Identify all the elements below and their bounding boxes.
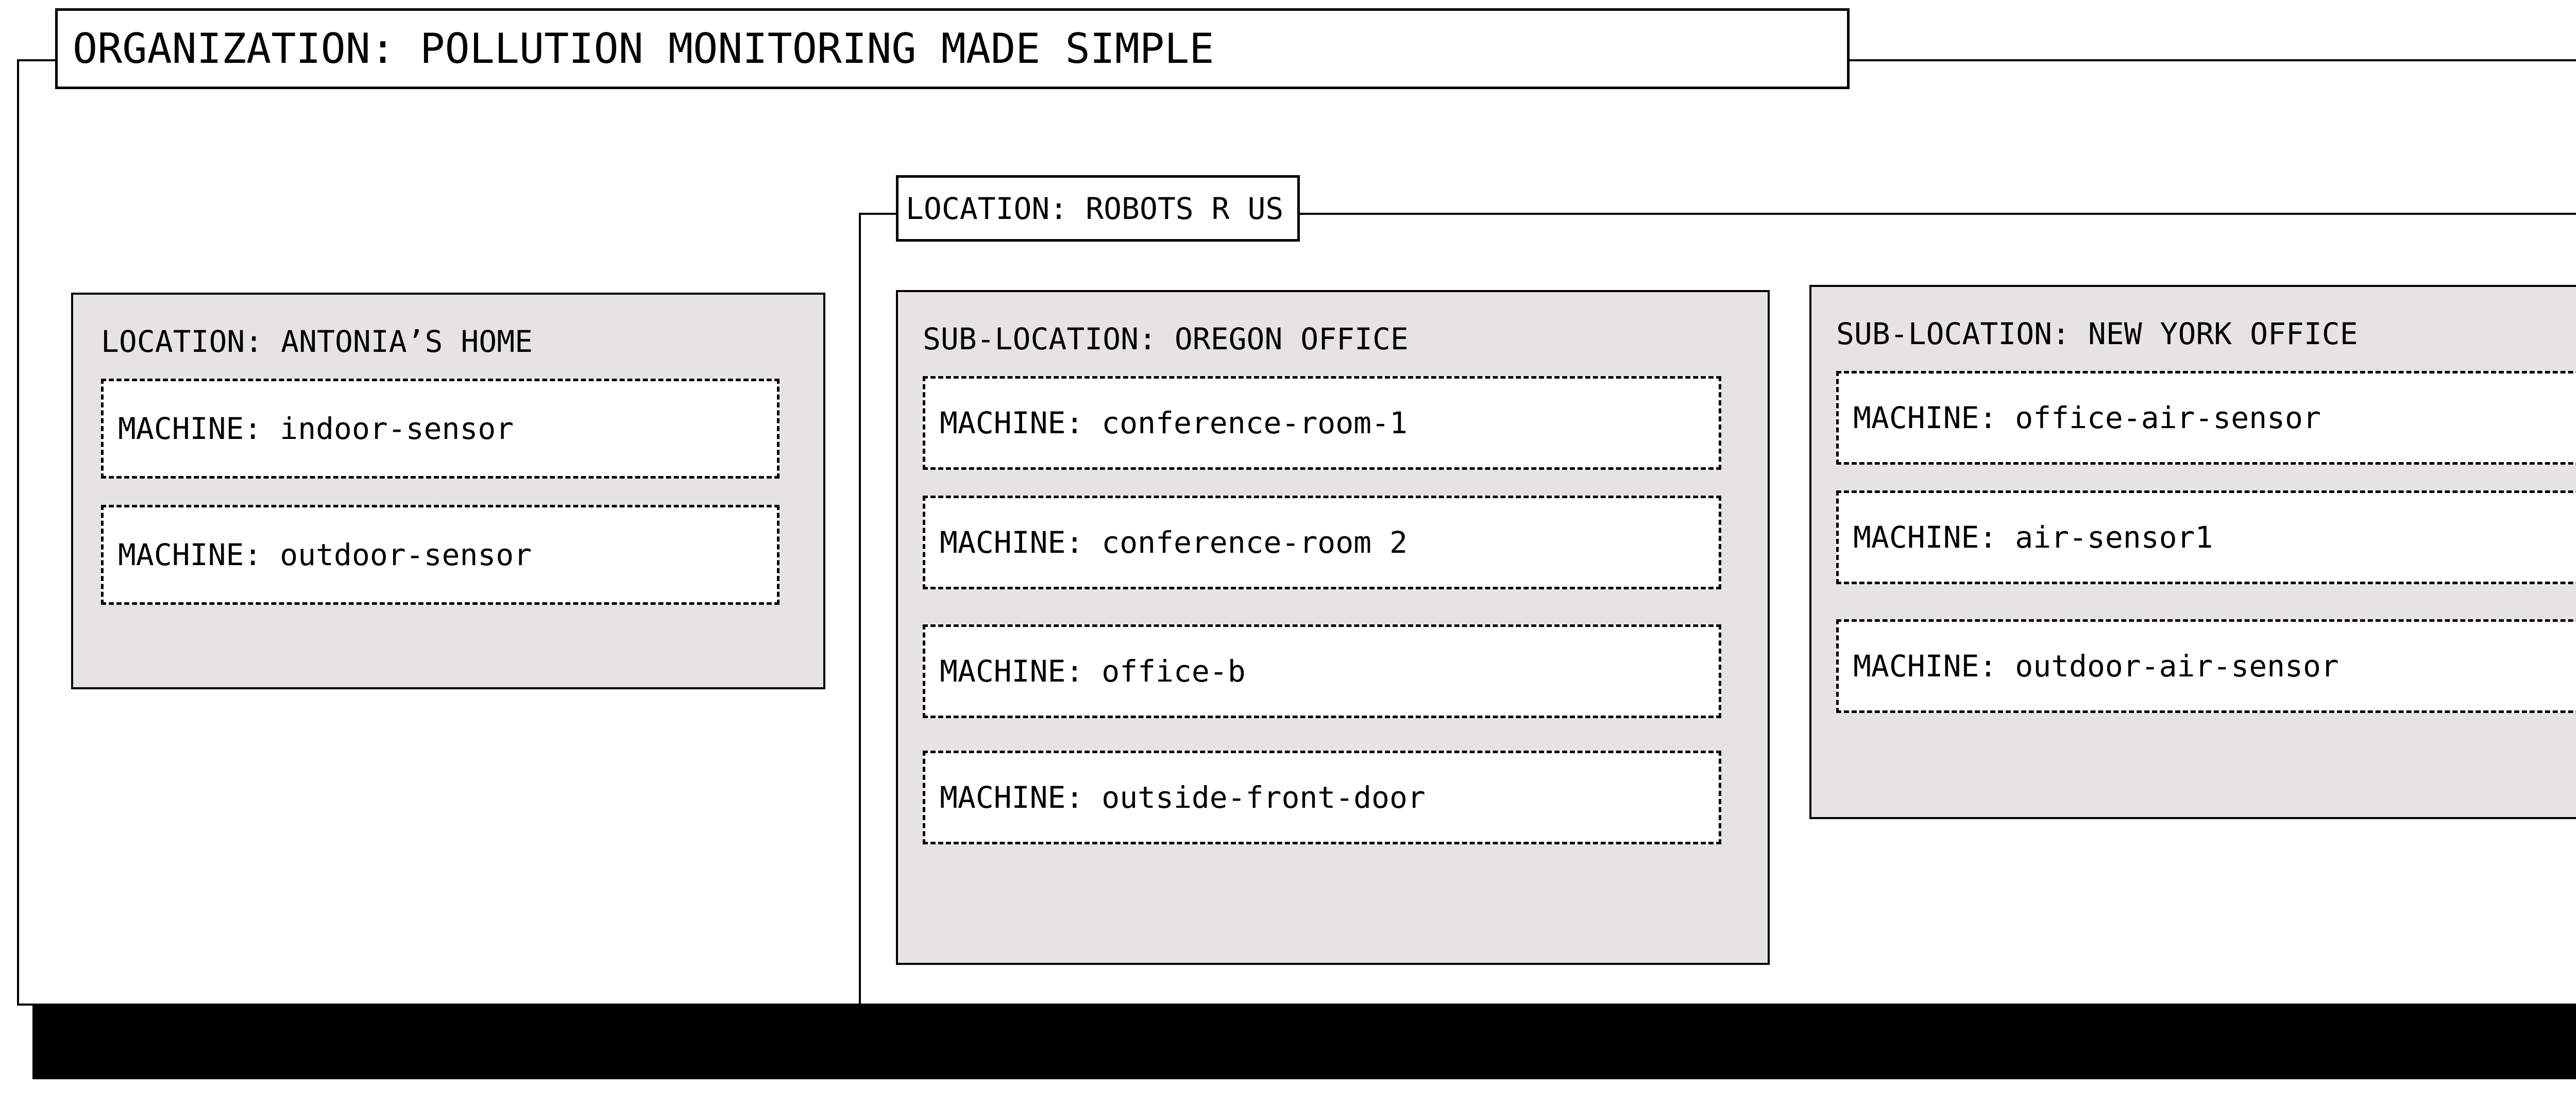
location-title-chip-robots-r-us: LOCATION: ROBOTS R US [896, 175, 1300, 242]
machine-box-outside-front-door[interactable]: MACHINE: outside-front-door [923, 751, 1721, 844]
machine-box-office-b[interactable]: MACHINE: office-b [923, 624, 1721, 718]
machine-label: MACHINE: outdoor-air-sensor [1853, 649, 2339, 684]
machine-box-conference-room-2[interactable]: MACHINE: conference-room 2 [923, 496, 1721, 589]
organization-title-chip: ORGANIZATION: POLLUTION MONITORING MADE … [55, 8, 1850, 89]
location-panel-antonias-home: LOCATION: ANTONIA’S HOME MACHINE: indoor… [71, 293, 825, 689]
sub-location-title-oregon-office: SUB-LOCATION: OREGON OFFICE [923, 321, 1409, 356]
machine-box-outdoor-sensor[interactable]: MACHINE: outdoor-sensor [101, 505, 779, 605]
machine-box-office-air-sensor[interactable]: MACHINE: office-air-sensor [1836, 371, 2576, 465]
machine-box-conference-room-1[interactable]: MACHINE: conference-room-1 [923, 376, 1721, 470]
location-title-robots-r-us: LOCATION: ROBOTS R US [906, 191, 1284, 226]
machine-label: MACHINE: office-air-sensor [1853, 400, 2321, 435]
sub-location-panel-new-york-office: SUB-LOCATION: NEW YORK OFFICE MACHINE: o… [1809, 285, 2576, 819]
machine-label: MACHINE: outside-front-door [940, 780, 1426, 815]
machine-box-indoor-sensor[interactable]: MACHINE: indoor-sensor [101, 379, 779, 479]
machine-box-outdoor-air-sensor[interactable]: MACHINE: outdoor-air-sensor [1836, 619, 2576, 713]
machine-label: MACHINE: indoor-sensor [118, 411, 514, 446]
machine-label: MACHINE: conference-room-1 [940, 405, 1408, 440]
sub-location-title-new-york-office: SUB-LOCATION: NEW YORK OFFICE [1836, 316, 2358, 351]
machine-label: MACHINE: office-b [940, 654, 1246, 689]
location-title-antonias-home: LOCATION: ANTONIA’S HOME [101, 324, 533, 359]
organization-title: ORGANIZATION: POLLUTION MONITORING MADE … [73, 24, 1214, 73]
sub-location-panel-oregon-office: SUB-LOCATION: OREGON OFFICE MACHINE: con… [896, 290, 1770, 965]
machine-label: MACHINE: outdoor-sensor [118, 537, 532, 572]
machine-label: MACHINE: air-sensor1 [1853, 520, 2213, 555]
machine-label: MACHINE: conference-room 2 [940, 525, 1408, 560]
machine-box-air-sensor1[interactable]: MACHINE: air-sensor1 [1836, 490, 2576, 584]
